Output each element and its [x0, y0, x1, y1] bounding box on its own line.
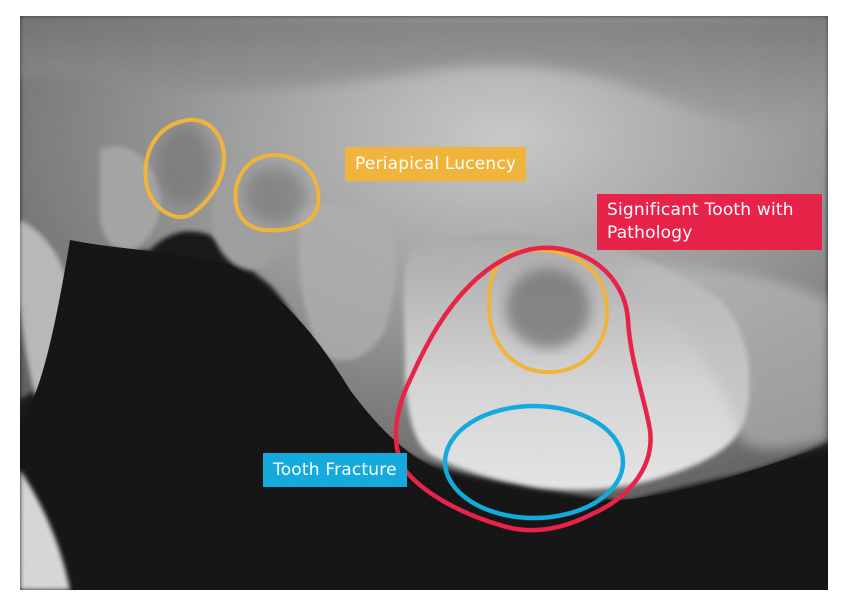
periapical-lucency-circle-2: [233, 152, 321, 233]
tooth-fracture-label: Tooth Fracture: [263, 453, 407, 487]
significant-tooth-label: Significant Tooth with Pathology: [597, 194, 822, 250]
tooth-fracture-circle: [442, 403, 626, 521]
periapical-lucency-label: Periapical Lucency: [345, 147, 527, 181]
significant-tooth-outline: [393, 245, 653, 533]
periapical-lucency-circle-3: [486, 247, 609, 375]
periapical-lucency-circle-1: [143, 117, 227, 219]
